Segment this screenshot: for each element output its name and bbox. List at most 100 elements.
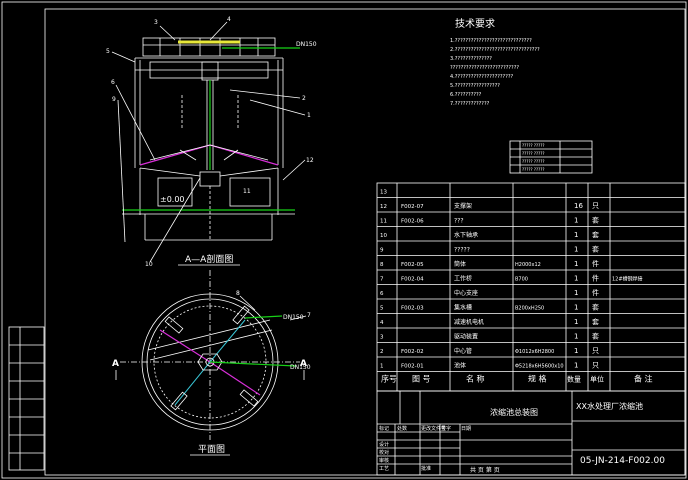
role-mark: 标记 [379,425,389,432]
role-date: 日期 [461,426,471,432]
bom-cell-unit: 套 [592,230,599,239]
plan-view: DN150 DN150 7 8 A A 平面图 [112,270,311,456]
bom-cell-seq: 6 [380,291,384,297]
requirement-line-5: 4.?????????????????????? [450,74,514,80]
bom-cell-qty: 1 [574,362,578,370]
pipe-label-top: DN150 [296,41,317,48]
role-check: 校对 [379,449,389,456]
bom-cell-seq: 12 [380,204,387,210]
bom-cell-name: 驱动装置 [454,333,478,341]
callout-9: 9 [112,96,116,103]
bom-cell-spec: H2000x12 [515,262,541,268]
bom-header-seq: 序号 [381,374,397,384]
bom-cell-name: ????? [454,247,470,254]
bom-cell-spec: Φ5218x6H5600x10 [515,364,564,370]
plan-title: 平面图 [198,444,225,455]
bom-cell-unit: 套 [592,303,599,312]
bom-cell-code: F002-06 [401,219,424,225]
sheet-info: 共 页 第 页 [470,466,500,474]
pipe-label-plan-1: DN150 [283,314,304,321]
bom-cell-unit: 只 [592,202,599,210]
bom-cell-qty: 1 [574,275,578,283]
bom-cell-unit: 件 [592,259,599,268]
bom-cell-seq: 2 [380,349,384,355]
bom-cell-seq: 9 [380,248,384,254]
bom-cell-code: F002-07 [401,204,424,210]
bom-cell-qty: 1 [574,217,578,225]
bom-cell-unit: 套 [592,245,599,254]
bom-cell-qty: 1 [574,304,578,312]
company-name: XX水处理厂浓缩池 [576,401,643,411]
pipe-label-plan-2: DN150 [290,364,311,371]
small-table-row-1: ????? ????? [522,143,545,148]
bom-header-code: 图 号 [412,375,431,384]
bom-cell-name: 中心支座 [454,289,478,297]
bom-cell-unit: 套 [592,317,599,326]
bom-cell-qty: 1 [574,318,578,326]
role-count: 处数 [397,425,407,432]
bom-cell-seq: 5 [380,306,384,312]
bom-cell-code: F002-01 [401,364,424,370]
callout-6: 6 [111,79,115,86]
bom-header-name: 名 称 [466,374,485,384]
callout-2: 2 [302,95,306,102]
drawing-name: 浓缩池总装图 [490,407,538,417]
requirement-line-7: 6.?????????? [450,92,482,98]
technical-requirements: 技术要求 1.????????????????????????????? 2.?… [450,17,540,107]
requirement-line-6: 5.????????????????? [450,83,500,89]
bom-cell-name: 工作桥 [454,275,472,283]
bom-cell-unit: 套 [592,216,599,225]
small-table: ????? ????? ????? ????? ????? ????? ????… [509,140,593,174]
bom-cell-seq: 1 [380,364,384,370]
bom-cell-unit: 件 [592,274,599,283]
requirement-line-1: 1.????????????????????????????? [450,38,532,44]
bom-cell-qty: 1 [574,246,578,254]
bom-cell-code: F002-03 [401,306,424,312]
bom-header-qty: 数量 [567,375,581,384]
bom-cell-qty: 1 [574,231,578,239]
role-sign: 签字 [441,425,451,432]
bom-header-spec: 规 格 [528,374,547,384]
title-block: 浓缩池总装图 XX水处理厂浓缩池 05-JN-214-F002.00 共 页 第… [376,390,686,476]
role-review: 审核 [379,457,389,464]
bom-cell-code: F002-04 [401,277,424,283]
requirement-line-3: 3.?????????????? [450,56,492,62]
bom-cell-unit: 只 [592,347,599,355]
bom-cell-name: 池体 [454,362,466,370]
bom-cell-code: F002-05 [401,262,424,268]
drawing-number: 05-JN-214-F002.00 [580,456,665,466]
bom-cell-unit: 件 [592,288,599,297]
section-title: A—A剖面图 [185,253,233,265]
bom-cell-unit: 只 [592,362,599,370]
callout-7: 7 [307,312,311,319]
section-view: DN150 ±0.00 A—A剖面图 3 4 2 1 5 [106,16,317,268]
bom-cell-seq: 7 [380,277,384,283]
small-table-row-2: ????? ????? [522,151,545,156]
bom-cell-name: 集水槽 [454,304,472,312]
bom-cell-qty: 1 [574,289,578,297]
callout-4: 4 [227,16,231,23]
bom-cell-name: ??? [454,218,464,225]
bom-cell-name: 水下轴承 [454,231,478,239]
requirement-line-2: 2.???????????????????????????????? [450,47,540,53]
bom-cell-seq: 13 [380,190,387,196]
bom-cell-name: 减速机电机 [454,318,484,326]
bom-cell-name: 筒体 [454,260,466,268]
bom-cell-spec: B700 [515,277,528,283]
callout-8: 8 [236,290,240,297]
bom-cell-unit: 套 [592,332,599,341]
requirement-line-4: ?????????????????????????? [450,65,519,71]
role-design: 设计 [379,441,389,448]
small-table-row-4: ????? ????? [522,167,545,172]
bom-cell-qty: 1 [574,347,578,355]
bom-cell-seq: 10 [380,233,387,239]
elevation-label: ±0.00 [160,195,185,204]
role-approve: 批准 [421,465,431,472]
section-marker-right: A [300,359,307,369]
role-change: 更改文件号 [421,425,446,432]
small-table-row-3: ????? ????? [522,159,545,164]
callout-11: 11 [243,188,251,195]
